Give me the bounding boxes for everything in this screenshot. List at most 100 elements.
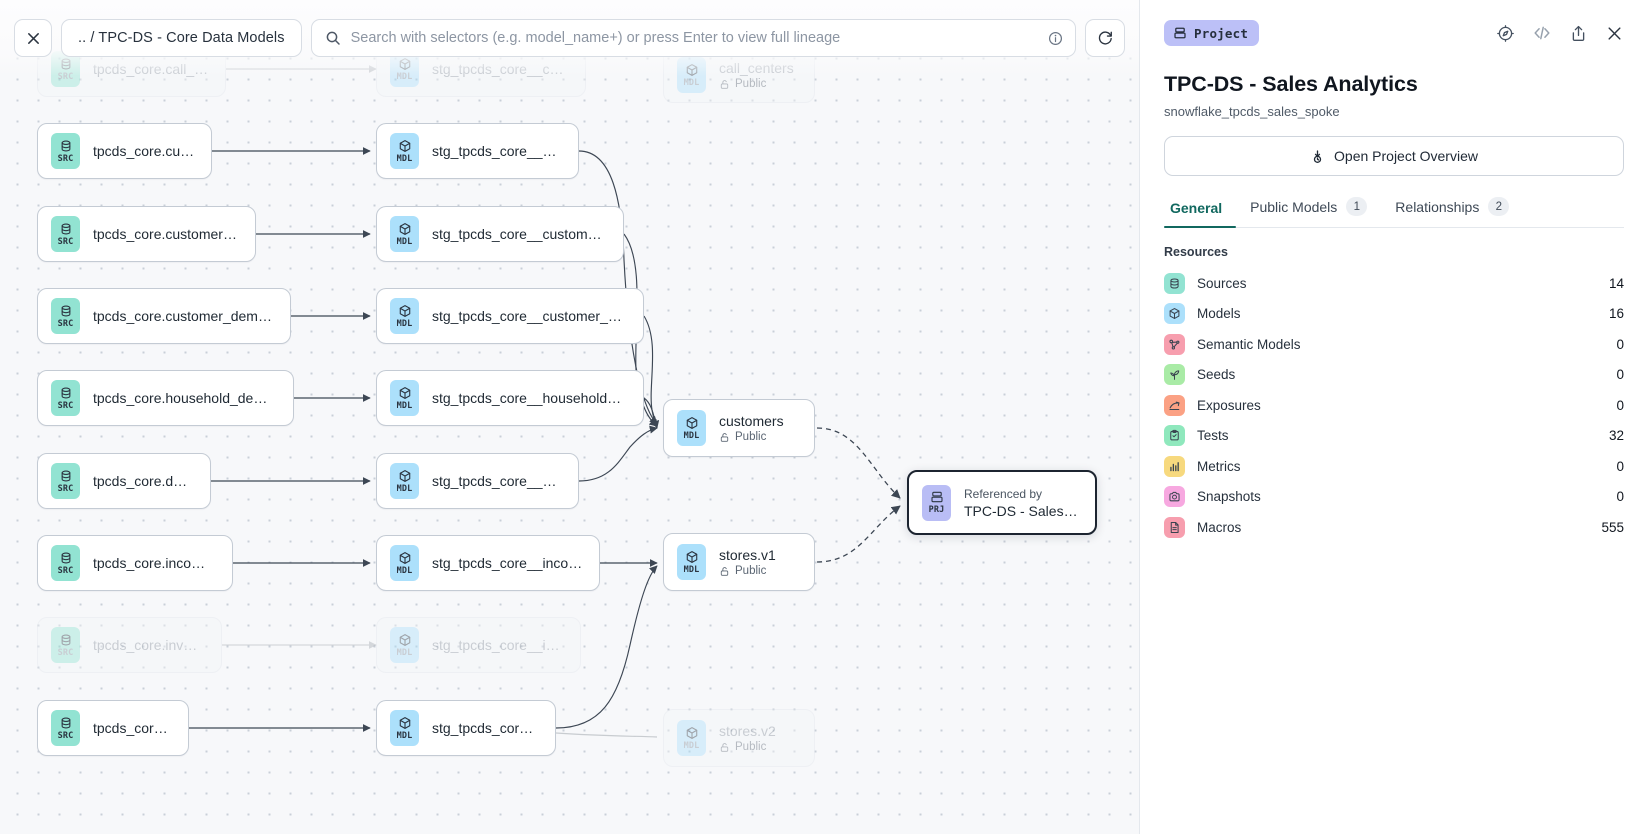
node-access-badge: Public	[719, 741, 776, 753]
cube-icon	[686, 550, 697, 563]
cube-icon	[686, 416, 697, 429]
macro-file-icon	[1164, 516, 1185, 538]
src-node-badge: SRC	[51, 298, 80, 334]
node-kind-label: SRC	[57, 647, 74, 658]
resource-name: Macros	[1197, 519, 1242, 535]
detail-panel: Project	[1139, 0, 1648, 834]
node-text: tpcds_core.household_demographics	[93, 390, 277, 406]
cube-icon	[1169, 308, 1180, 320]
node-label: stg_tpcds_core__customer_address	[432, 226, 607, 242]
lineage-canvas[interactable]: .. / TPC-DS - Core Data Models SRCtpcds_…	[0, 0, 1139, 834]
seed-sprout-icon	[1164, 364, 1185, 386]
database-icon	[61, 552, 70, 563]
node-prefix-label: Referenced by	[964, 486, 1043, 501]
src-node-badge: SRC	[51, 216, 80, 252]
src-node-badge: SRC	[51, 627, 80, 663]
node-label: tpcds_core.store	[93, 720, 172, 736]
lineage-node-src_hh_demo[interactable]: SRC tpcds_core.household_demographics	[37, 370, 294, 426]
lock-open-icon	[720, 742, 729, 752]
node-kind-label: PRJ	[928, 505, 945, 515]
tab-count-badge: 1	[1346, 197, 1368, 216]
node-text: call_centersPublic	[719, 60, 794, 90]
camera-icon	[1169, 492, 1180, 502]
lineage-search[interactable]	[310, 19, 1076, 57]
lineage-toolbar: .. / TPC-DS - Core Data Models	[0, 0, 1139, 76]
lineage-node-mdl_cust_demo[interactable]: MDLstg_tpcds_core__customer_demogra…	[376, 288, 644, 344]
node-text: stg_tpcds_core__customer	[432, 143, 562, 159]
download-clock-icon	[1313, 149, 1322, 163]
semantic-graph-icon	[1164, 333, 1185, 355]
close-lineage-button[interactable]	[14, 19, 52, 57]
database-icon	[61, 305, 70, 316]
panel-header-actions	[1496, 23, 1624, 43]
search-input[interactable]	[350, 30, 1038, 46]
database-icon	[61, 634, 70, 645]
src-node-badge: SRC	[51, 380, 80, 416]
src-node-badge: SRC	[51, 545, 80, 581]
src-node-badge: SRC	[51, 710, 80, 746]
open-project-overview-button[interactable]: Open Project Overview	[1164, 136, 1624, 176]
lineage-node-src_store[interactable]: SRC tpcds_core.store	[37, 700, 189, 756]
node-text: tpcds_core.customer_address	[93, 226, 239, 242]
cube-icon	[399, 716, 410, 729]
database-icon	[61, 140, 70, 151]
cube-icon	[399, 139, 410, 152]
info-circle-icon[interactable]	[1048, 31, 1063, 46]
database-icon	[61, 470, 70, 481]
resource-count: 0	[1616, 458, 1624, 474]
node-label: tpcds_core.customer_address	[93, 226, 239, 242]
lock-open-icon	[720, 566, 729, 576]
node-label: stg_tpcds_core__store	[432, 720, 539, 736]
breadcrumb[interactable]: .. / TPC-DS - Core Data Models	[61, 19, 302, 57]
node-label: customers	[719, 413, 784, 429]
lineage-node-src_cust_addr[interactable]: SRC tpcds_core.customer_address	[37, 206, 256, 262]
compass-icon[interactable]	[1496, 24, 1515, 43]
mdl-node-badge: MDL	[677, 544, 706, 580]
project-icon	[930, 491, 943, 503]
node-label: tpcds_core.inventory	[93, 637, 205, 653]
lineage-node-mdl_hh_demo[interactable]: MDLstg_tpcds_core__household_demogr…	[376, 370, 644, 426]
search-icon	[326, 31, 340, 45]
node-label: stg_tpcds_core__customer_demogra…	[432, 308, 627, 324]
lock-open-icon	[720, 432, 729, 442]
database-icon	[1170, 278, 1179, 289]
database-icon	[59, 222, 73, 236]
database-icon	[59, 716, 73, 730]
cube-icon	[399, 551, 410, 564]
close-icon[interactable]	[1605, 24, 1624, 43]
refresh-lineage-button[interactable]	[1085, 19, 1125, 57]
code-icon[interactable]	[1532, 23, 1552, 43]
node-kind-label: MDL	[683, 77, 700, 88]
lineage-node-src_inventory[interactable]: SRC tpcds_core.inventory	[37, 617, 222, 673]
node-text: stg_tpcds_core__date_dim	[432, 473, 562, 489]
tab-general[interactable]: General	[1164, 200, 1237, 228]
share-icon[interactable]	[1569, 24, 1588, 43]
